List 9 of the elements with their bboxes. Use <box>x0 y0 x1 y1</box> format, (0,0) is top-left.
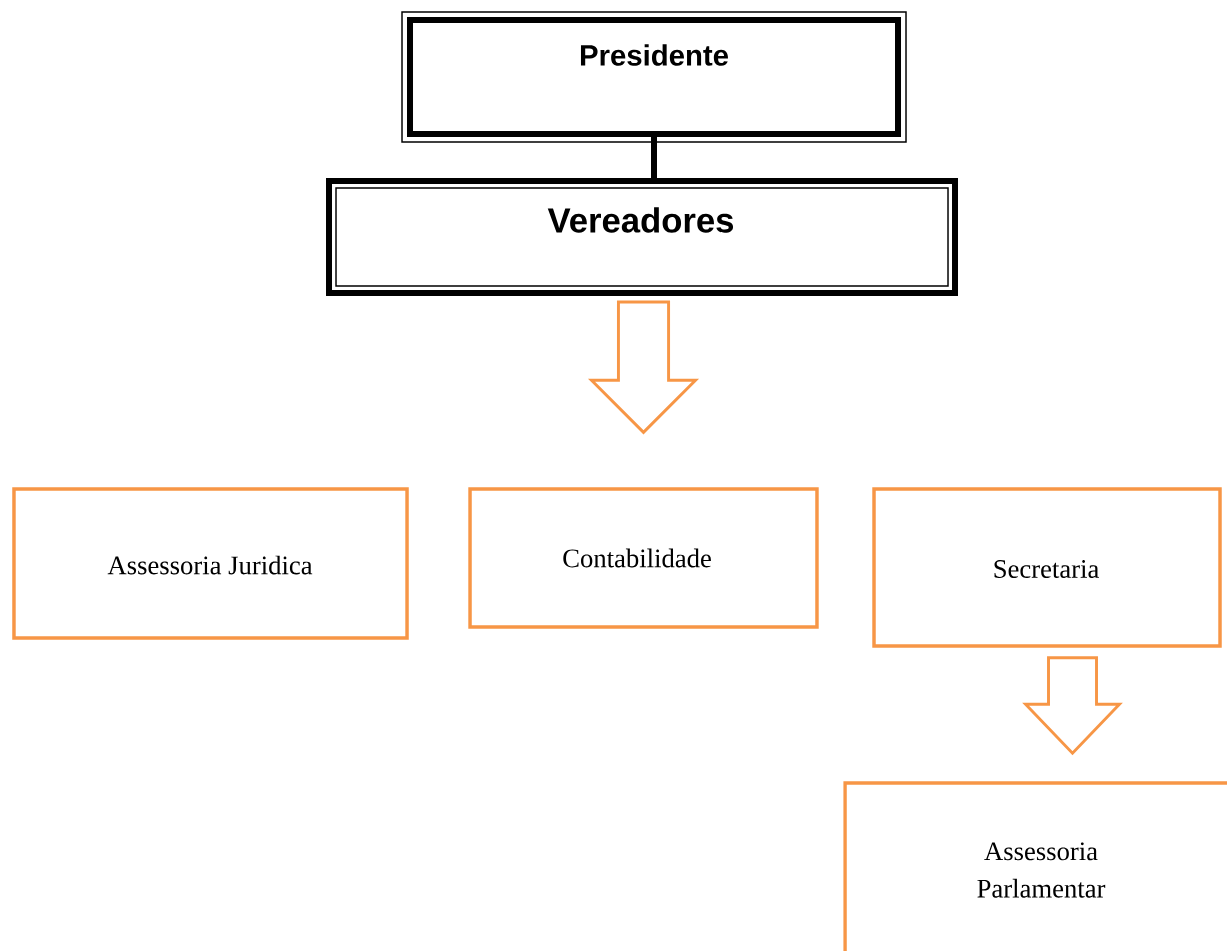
title-box: Vereadores <box>326 178 958 296</box>
department-box: Secretaria <box>872 487 1222 648</box>
block-arrow <box>1022 656 1123 756</box>
department-box: Assessoria Juridica <box>12 487 409 640</box>
department-box: Assessoria Parlamentar <box>843 781 1227 951</box>
connector-line <box>651 137 657 178</box>
block-arrow <box>587 300 700 435</box>
title-box: Presidente <box>401 11 907 143</box>
department-box: Contabilidade <box>468 487 819 629</box>
